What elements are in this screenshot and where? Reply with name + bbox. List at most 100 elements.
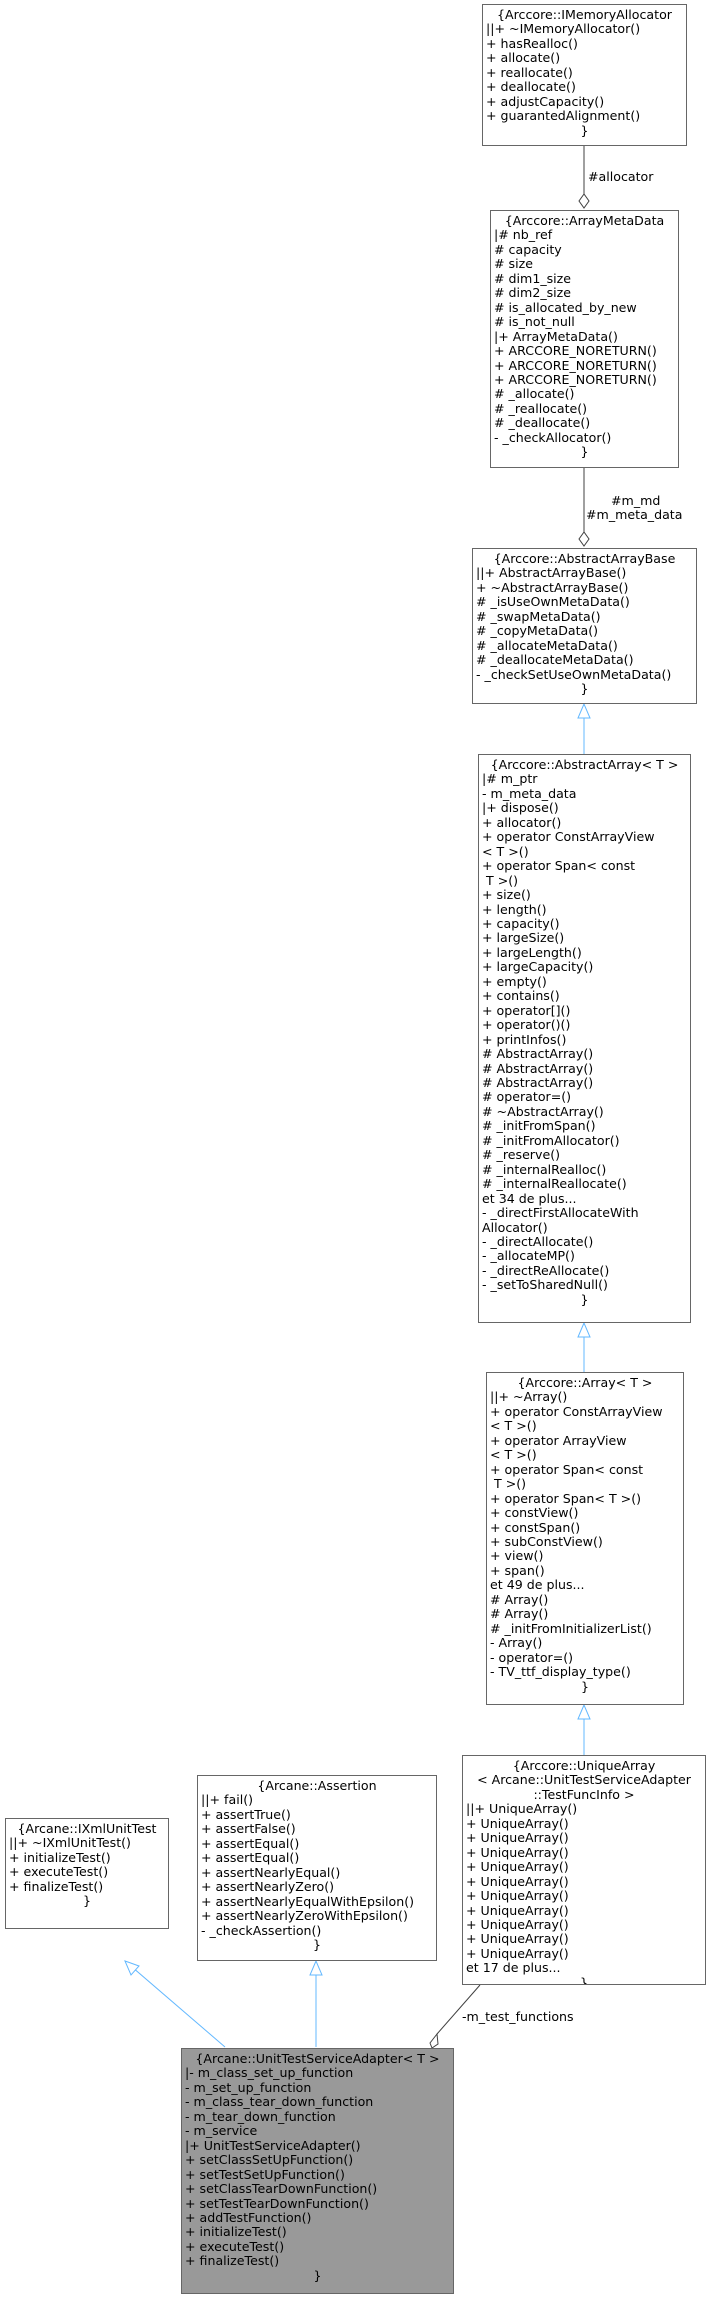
member-line: + finalizeTest() bbox=[9, 1878, 104, 1894]
member-line: # Array() bbox=[490, 1591, 549, 1607]
member-line: + operator ConstArrayView bbox=[482, 829, 655, 845]
inheritance-arrow bbox=[309, 1959, 323, 1976]
inheritance-arrow bbox=[577, 702, 591, 719]
member-line: + UniqueArray() bbox=[466, 1888, 569, 1904]
member-line: + assertEqual() bbox=[201, 1850, 300, 1866]
class-title: {Arcane::Assertion bbox=[257, 1778, 377, 1793]
member-line: + UniqueArray() bbox=[466, 1902, 569, 1918]
member-line: # _initFromAllocator() bbox=[482, 1132, 620, 1148]
member-line: # _initFromSpan() bbox=[482, 1118, 596, 1134]
member-line: + ~AbstractArrayBase() bbox=[476, 579, 629, 595]
edge-meta-data bbox=[578, 468, 590, 547]
inheritance-arrow bbox=[577, 1321, 591, 1338]
member-line: - _directAllocate() bbox=[482, 1233, 594, 1249]
composition-diamond bbox=[578, 193, 590, 209]
member-line: + largeLength() bbox=[482, 944, 582, 960]
class-title: {Arcane::IXmlUnitTest bbox=[17, 1821, 157, 1836]
member-line: + subConstView() bbox=[490, 1533, 603, 1549]
member-line: + span() bbox=[490, 1562, 545, 1578]
class-node-unique-array[interactable]: {Arccore::UniqueArray < Arcane::UnitTest… bbox=[462, 1755, 706, 1985]
class-close-brace: } bbox=[312, 1936, 321, 1952]
class-title: {Arccore::AbstractArrayBase bbox=[493, 551, 676, 566]
class-title: {Arcane::UnitTestServiceAdapter< T > bbox=[195, 2051, 440, 2066]
class-node-array-meta-data[interactable]: {Arccore::ArrayMetaData |# nb_ref# capac… bbox=[490, 210, 679, 468]
class-title: {Arccore::Array< T > bbox=[517, 1375, 653, 1390]
class-node-imemory-allocator[interactable]: {Arccore::IMemoryAllocator ||+ ~IMemoryA… bbox=[482, 4, 687, 146]
member-line: + assertTrue() bbox=[201, 1806, 291, 1822]
member-line: ||+ UniqueArray() bbox=[466, 1801, 578, 1817]
member-line: et 17 de plus... bbox=[466, 1960, 561, 1976]
member-list: ||+ AbstractArrayBase()+ ~AbstractArrayB… bbox=[476, 565, 693, 682]
edge-label-m-meta-data: #m_meta_data bbox=[586, 507, 683, 522]
member-line: + operator Span< T >() bbox=[490, 1490, 642, 1506]
member-line: + assertNearlyEqualWithEpsilon() bbox=[201, 1893, 415, 1909]
member-line: T >() bbox=[482, 872, 519, 888]
edge-inherit-assertion bbox=[309, 1959, 323, 2047]
member-line: + view() bbox=[490, 1548, 544, 1564]
class-node-ixml-unit-test[interactable]: {Arcane::IXmlUnitTest ||+ ~IXmlUnitTest(… bbox=[5, 1818, 169, 1929]
member-line: < T >() bbox=[490, 1447, 537, 1463]
inheritance-arrow bbox=[577, 1703, 591, 1720]
member-line: # _reserve() bbox=[482, 1147, 561, 1163]
member-line: - _directFirstAllocateWith bbox=[482, 1205, 639, 1221]
member-line: + capacity() bbox=[482, 915, 560, 931]
member-line: # _deallocate() bbox=[494, 415, 591, 431]
member-line: + reallocate() bbox=[486, 64, 573, 80]
class-close-brace: } bbox=[313, 2267, 322, 2283]
class-node-abstract-array-base[interactable]: {Arccore::AbstractArrayBase ||+ Abstract… bbox=[472, 548, 697, 704]
edge-inherit-abstractarray bbox=[577, 1321, 591, 1372]
member-line: - Array() bbox=[490, 1635, 543, 1651]
class-node-assertion[interactable]: {Arcane::Assertion ||+ fail()+ assertTru… bbox=[197, 1775, 437, 1961]
class-title: {Arccore::ArrayMetaData bbox=[504, 213, 665, 228]
member-line: - m_tear_down_function bbox=[185, 2108, 336, 2124]
member-line: + operator ConstArrayView bbox=[490, 1403, 663, 1419]
member-list: ||+ ~Array()+ operator ConstArrayView < T… bbox=[490, 1389, 680, 1680]
member-line: + assertNearlyEqual() bbox=[201, 1864, 341, 1880]
member-line: + ARCCORE_NORETURN() bbox=[494, 343, 657, 359]
member-line: - m_service bbox=[185, 2123, 258, 2139]
member-line: # _allocate() bbox=[494, 386, 575, 402]
member-line: - _allocateMP() bbox=[482, 1248, 575, 1264]
member-line: + printInfos() bbox=[482, 1031, 567, 1047]
class-close-brace: } bbox=[82, 1893, 91, 1909]
member-line: # _deallocateMetaData() bbox=[476, 652, 634, 668]
member-list: ||+ ~IXmlUnitTest()+ initializeTest()+ e… bbox=[9, 1835, 165, 1894]
member-line: + operator()() bbox=[482, 1017, 571, 1033]
edge-inherit-abstractbase bbox=[577, 702, 591, 754]
edge-allocator bbox=[578, 146, 590, 209]
member-line: # AbstractArray() bbox=[482, 1060, 594, 1076]
edge-inherit-ixml bbox=[124, 1960, 226, 2048]
member-line: + empty() bbox=[482, 973, 547, 989]
class-node-abstract-array[interactable]: {Arccore::AbstractArray< T > |# m_ptr- m… bbox=[478, 754, 691, 1323]
member-line: + allocator() bbox=[482, 814, 562, 830]
member-line: ||+ AbstractArrayBase() bbox=[476, 565, 627, 581]
class-node-unit-test-service-adapter[interactable]: {Arcane::UnitTestServiceAdapter< T > |- … bbox=[181, 2048, 454, 2294]
member-list: ||+ fail()+ assertTrue()+ assertFalse()+… bbox=[201, 1792, 433, 1938]
member-line: + initializeTest() bbox=[9, 1849, 111, 1865]
member-line: + UniqueArray() bbox=[466, 1844, 569, 1860]
composition-diamond bbox=[578, 531, 590, 547]
member-line: + length() bbox=[482, 901, 547, 917]
member-line: # is_not_null bbox=[494, 314, 575, 330]
member-line: + assertNearlyZeroWithEpsilon() bbox=[201, 1908, 408, 1924]
member-line: et 34 de plus... bbox=[482, 1190, 577, 1206]
member-line: T >() bbox=[490, 1476, 527, 1492]
member-line: |+ UnitTestServiceAdapter() bbox=[185, 2137, 361, 2153]
composition-diamond bbox=[429, 2032, 439, 2049]
member-line: Allocator() bbox=[482, 1219, 548, 1235]
edge-label-m-test-functions: -m_test_functions bbox=[462, 2009, 574, 2024]
member-line: + UniqueArray() bbox=[466, 1931, 569, 1947]
member-line: + constSpan() bbox=[490, 1519, 581, 1535]
member-line: |+ ArrayMetaData() bbox=[494, 328, 618, 344]
member-line: - TV_ttf_display_type() bbox=[490, 1664, 631, 1680]
class-node-array[interactable]: {Arccore::Array< T > ||+ ~Array()+ opera… bbox=[486, 1372, 684, 1705]
member-line: # Array() bbox=[490, 1606, 549, 1622]
member-line: # AbstractArray() bbox=[482, 1046, 594, 1062]
member-line: + deallocate() bbox=[486, 79, 576, 95]
member-line: + assertEqual() bbox=[201, 1835, 300, 1851]
edge-inherit-array bbox=[577, 1703, 591, 1755]
member-line: ||+ ~Array() bbox=[490, 1389, 568, 1405]
member-line: |+ dispose() bbox=[482, 800, 559, 816]
member-line: # operator=() bbox=[482, 1089, 572, 1105]
